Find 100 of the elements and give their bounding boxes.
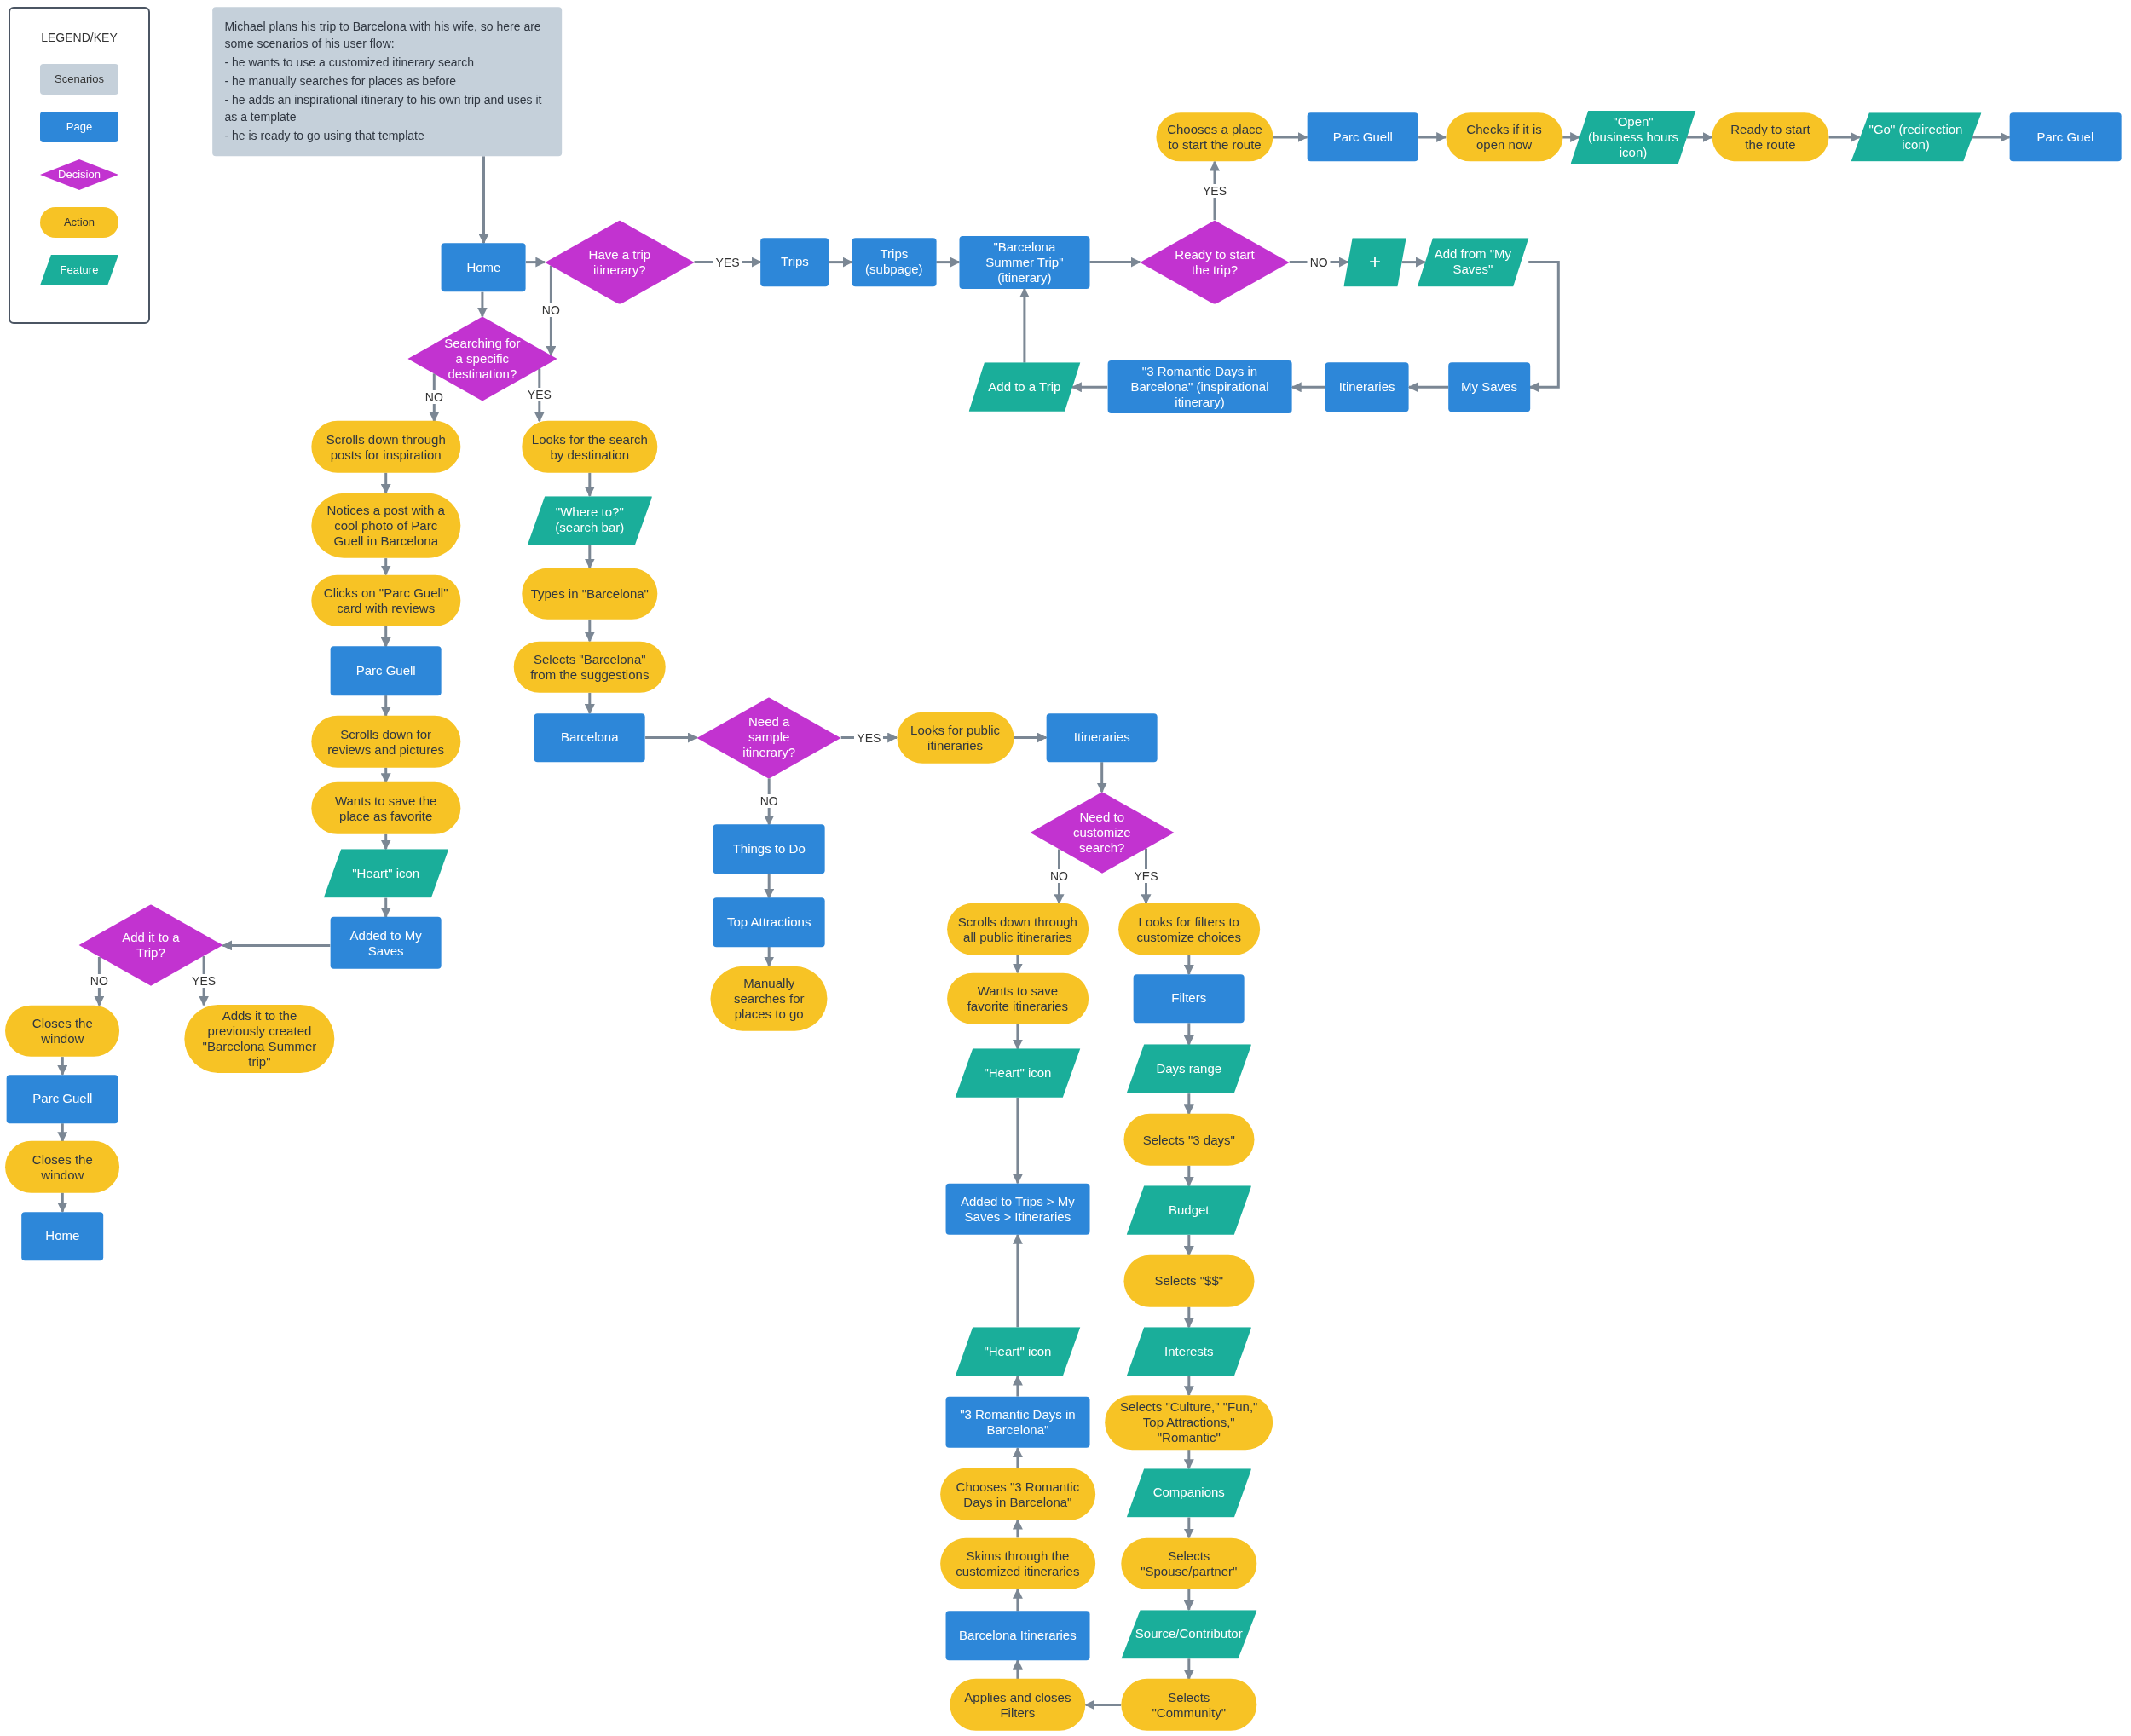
note-text: - he wants to use a customized itinerary search [224, 55, 475, 72]
page-box: Home [442, 243, 526, 292]
page-box: Parc Guell [330, 646, 442, 696]
arrow [1418, 132, 1447, 142]
action-pill: Checks if it is open now [1446, 112, 1563, 162]
action-pill: Notices a post with a cool photo of Parc Guell in Barcelona [311, 493, 461, 559]
action-pill: Looks for public itineraries [897, 712, 1014, 764]
arrow [1012, 1447, 1023, 1469]
arrow [57, 1123, 68, 1143]
arrow [380, 767, 391, 784]
arrow [1687, 132, 1713, 142]
arrow [1528, 261, 1560, 393]
note-text: - he adds an inspirational itinerary to his own trip and uses it as a template [224, 92, 543, 126]
page-box: Home [21, 1211, 104, 1261]
arrow [1183, 1589, 1194, 1612]
page-box: Trips (subpage) [852, 237, 937, 287]
feature-parallelogram: Companions [1126, 1468, 1252, 1518]
action-pill: Selects "Barcelona" from the suggestions [513, 641, 667, 693]
feature-parallelogram: "Where to?" (search bar) [527, 495, 653, 545]
arrow [1012, 955, 1023, 974]
page-box: "Barcelona Summer Trip" (itinerary) [959, 235, 1090, 289]
arrow [584, 692, 595, 714]
arrow [1084, 1699, 1122, 1710]
feature-parallelogram: Source/Contributor [1121, 1609, 1257, 1659]
arrow [1183, 1093, 1194, 1116]
action-pill: Wants to save favorite itineraries [947, 972, 1089, 1024]
feature-parallelogram: Add from "My Saves" [1417, 237, 1529, 287]
page-box: "3 Romantic Days in Barcelona" [945, 1396, 1090, 1449]
legend-swatch: Decision [40, 159, 118, 190]
page-box: Parc Guell [6, 1074, 118, 1124]
arrow [584, 619, 595, 643]
arrow [380, 897, 391, 919]
arrow [57, 1192, 68, 1213]
page-box: Parc Guel [2009, 112, 2122, 162]
action-pill: Chooses "3 Romantic Days in Barcelona" [940, 1468, 1095, 1520]
action-pill: Skims through the customized itineraries [940, 1537, 1095, 1589]
legend-heading: LEGEND/KEY [41, 30, 118, 46]
arrow [1401, 257, 1426, 268]
arrow [1012, 1519, 1023, 1538]
arrow [1012, 1588, 1023, 1612]
action-pill: Closes the window [5, 1140, 120, 1193]
action-pill: Scrolls down through posts for inspiration [311, 421, 461, 473]
action-pill: Selects "$$" [1123, 1254, 1255, 1307]
legend-swatch: Action [40, 207, 118, 238]
page-box: My Saves [1448, 362, 1530, 412]
feature-parallelogram: "Go" (redirection icon) [1851, 112, 1982, 162]
arrow [1562, 132, 1581, 142]
page-box: Itineraries [1325, 362, 1409, 412]
action-pill: Clicks on "Parc Guell" card with reviews [311, 574, 461, 626]
arrow [584, 472, 595, 497]
arrow [764, 947, 775, 967]
arrow [829, 257, 853, 268]
note-text: Michael plans his trip to Barcelona with his wife, so here are some scenarios of his user flow: [224, 19, 542, 53]
arrow [936, 257, 961, 268]
arrow [1019, 287, 1030, 363]
page-box: Top Attractions [713, 897, 825, 947]
arrow [1183, 1306, 1194, 1329]
feature-parallelogram: Add to a Trip [968, 362, 1081, 412]
page-box: Things to Do [713, 824, 825, 874]
arrow [1183, 1376, 1194, 1397]
action-pill: Looks for the search by destination [522, 421, 658, 473]
arrow [1012, 1233, 1023, 1328]
arrow [1407, 382, 1449, 393]
arrow [380, 558, 391, 576]
action-pill: Selects "Community" [1121, 1679, 1257, 1731]
arrow [1089, 257, 1141, 268]
arrow [1183, 1234, 1194, 1257]
page-box: Itineraries [1046, 712, 1158, 763]
feature-parallelogram: + [1343, 237, 1406, 287]
arrow [476, 291, 488, 318]
arrow [1012, 1024, 1023, 1050]
decision-diamond: Have a trip itinerary? [545, 220, 695, 305]
feature-parallelogram: "Heart" icon [955, 1048, 1081, 1098]
arrow [57, 1057, 68, 1076]
page-box: Barcelona [534, 712, 646, 763]
page-box: "3 Romantic Days in Barcelona" (inspirational itinerary) [1107, 360, 1292, 414]
feature-parallelogram: "Open" (business hours icon) [1570, 111, 1696, 164]
arrow [645, 732, 698, 743]
arrow [1828, 132, 1861, 142]
arrow [1273, 132, 1308, 142]
arrow [1972, 132, 2011, 142]
arrow [1012, 1658, 1023, 1680]
arrow [525, 257, 546, 268]
arrow [1183, 1517, 1194, 1539]
action-pill: Selects "Spouse/partner" [1121, 1537, 1257, 1589]
legend-swatch: Page [40, 112, 118, 142]
decision-diamond: Ready to start the trip? [1140, 220, 1290, 305]
arrow [1096, 762, 1107, 793]
arrow [1014, 732, 1048, 743]
arrow [1183, 1449, 1194, 1470]
action-pill: Chooses a place to start the route [1156, 112, 1273, 162]
page-box: Added to Trips > My Saves > Itineraries [945, 1183, 1090, 1235]
page-box: Filters [1133, 973, 1245, 1024]
arrow [380, 626, 391, 648]
page-box: Added to My Saves [330, 916, 442, 969]
arrow [222, 940, 331, 951]
arrow [584, 545, 595, 569]
arrow [380, 833, 391, 851]
legend-swatch: Scenarios [40, 64, 118, 95]
action-pill: Wants to save the place as favorite [311, 782, 461, 834]
